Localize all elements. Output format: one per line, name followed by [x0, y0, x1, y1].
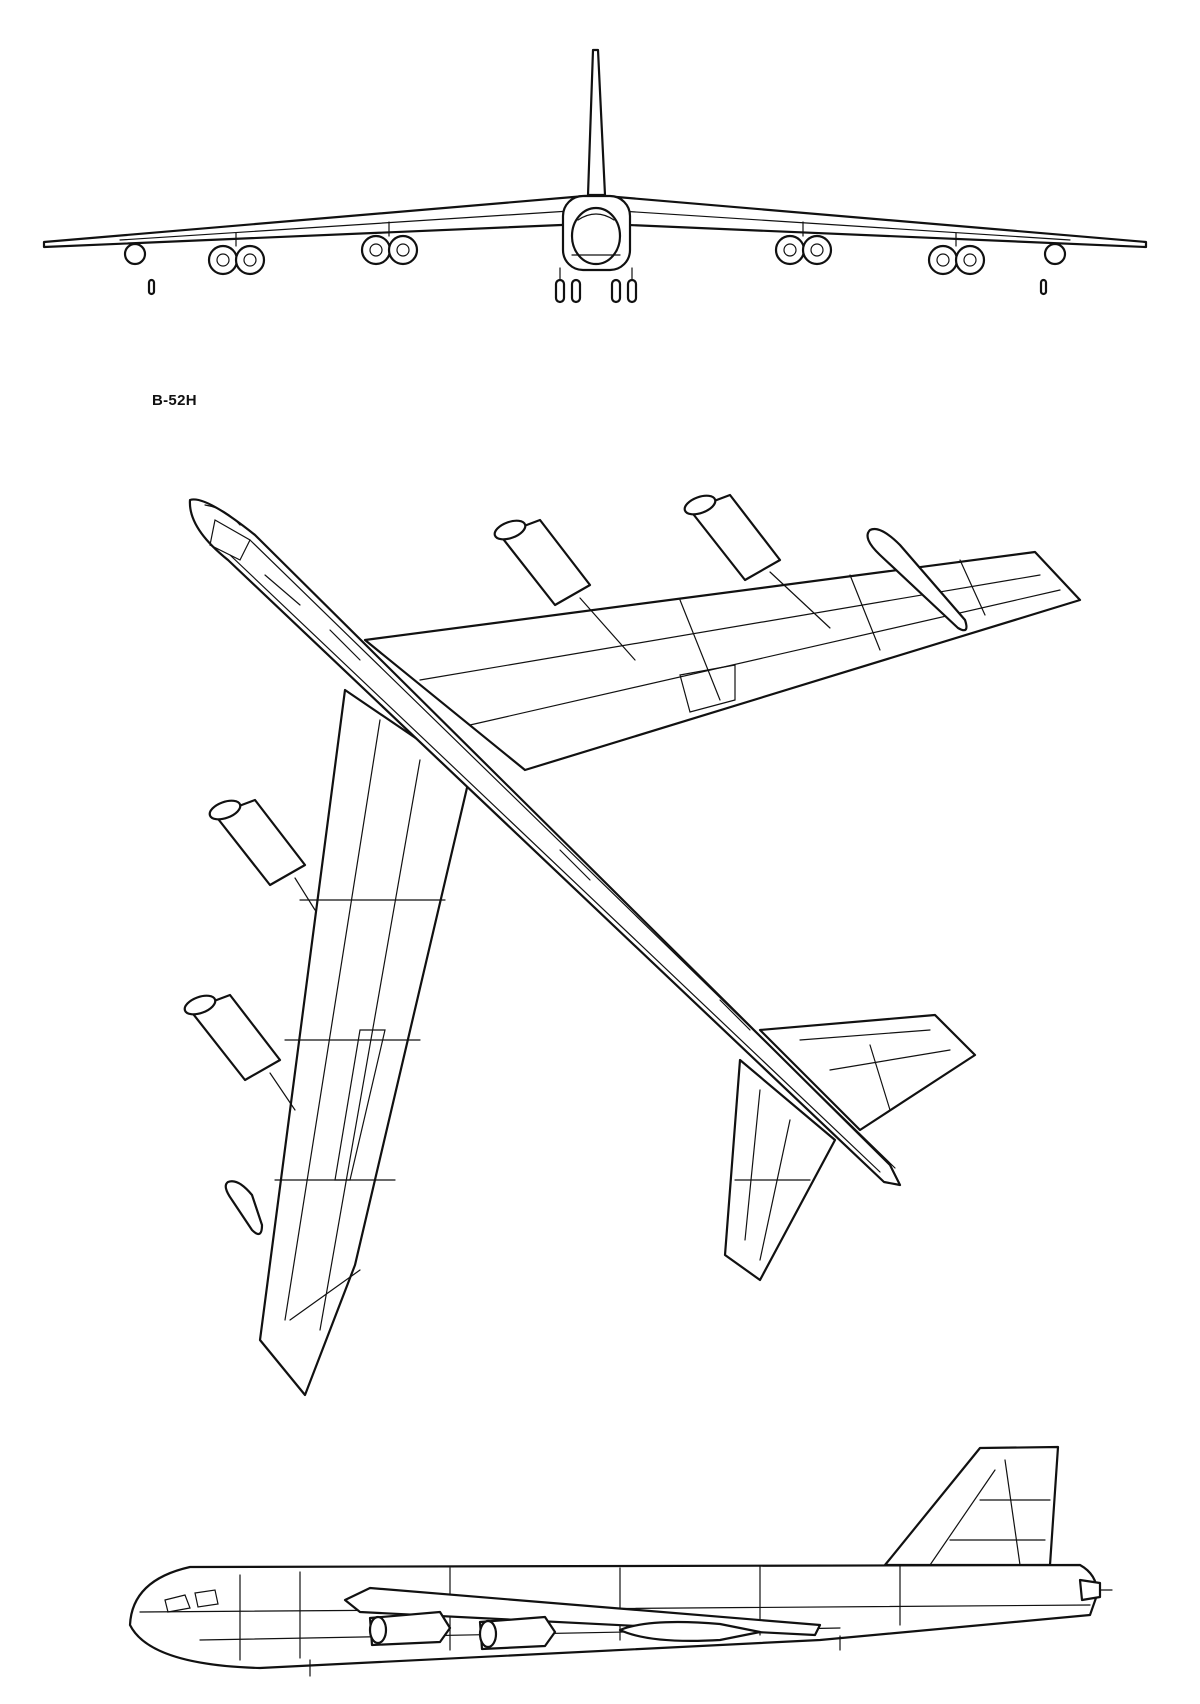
- plan-view-drop-tank-right: [866, 527, 968, 632]
- front-view-fuselage: [561, 194, 632, 272]
- side-view-drop-tank: [618, 1620, 762, 1642]
- side-view-tail-turret: [1078, 1578, 1102, 1602]
- plan-view-right-stabilizer: [758, 1013, 977, 1132]
- front-view-drop-tank-left: [123, 242, 147, 266]
- plan-view-engine-pods: [183, 493, 831, 1111]
- front-view-drop-tank-right: [1043, 242, 1067, 266]
- side-view-engine-pods: [368, 1610, 557, 1651]
- side-view: [128, 1445, 1113, 1677]
- side-view-fin: [883, 1445, 1060, 1567]
- plan-view-left-wing: [258, 688, 472, 1397]
- front-view-fin: [586, 48, 607, 197]
- plan-view: [183, 493, 1082, 1397]
- plan-view-right-wing: [363, 550, 1082, 772]
- plan-view-fuselage: [188, 498, 902, 1187]
- front-view-landing-gear: [554, 267, 638, 304]
- plan-view-left-stabilizer: [723, 1058, 837, 1282]
- aircraft-designation-label: B-52H: [152, 392, 197, 409]
- front-view-outrigger-left: [147, 278, 156, 296]
- front-view: [42, 48, 1148, 304]
- front-view-outrigger-right: [1039, 278, 1048, 296]
- plan-view-drop-tank-left: [224, 1180, 264, 1236]
- front-view-engine-pods: [207, 221, 986, 276]
